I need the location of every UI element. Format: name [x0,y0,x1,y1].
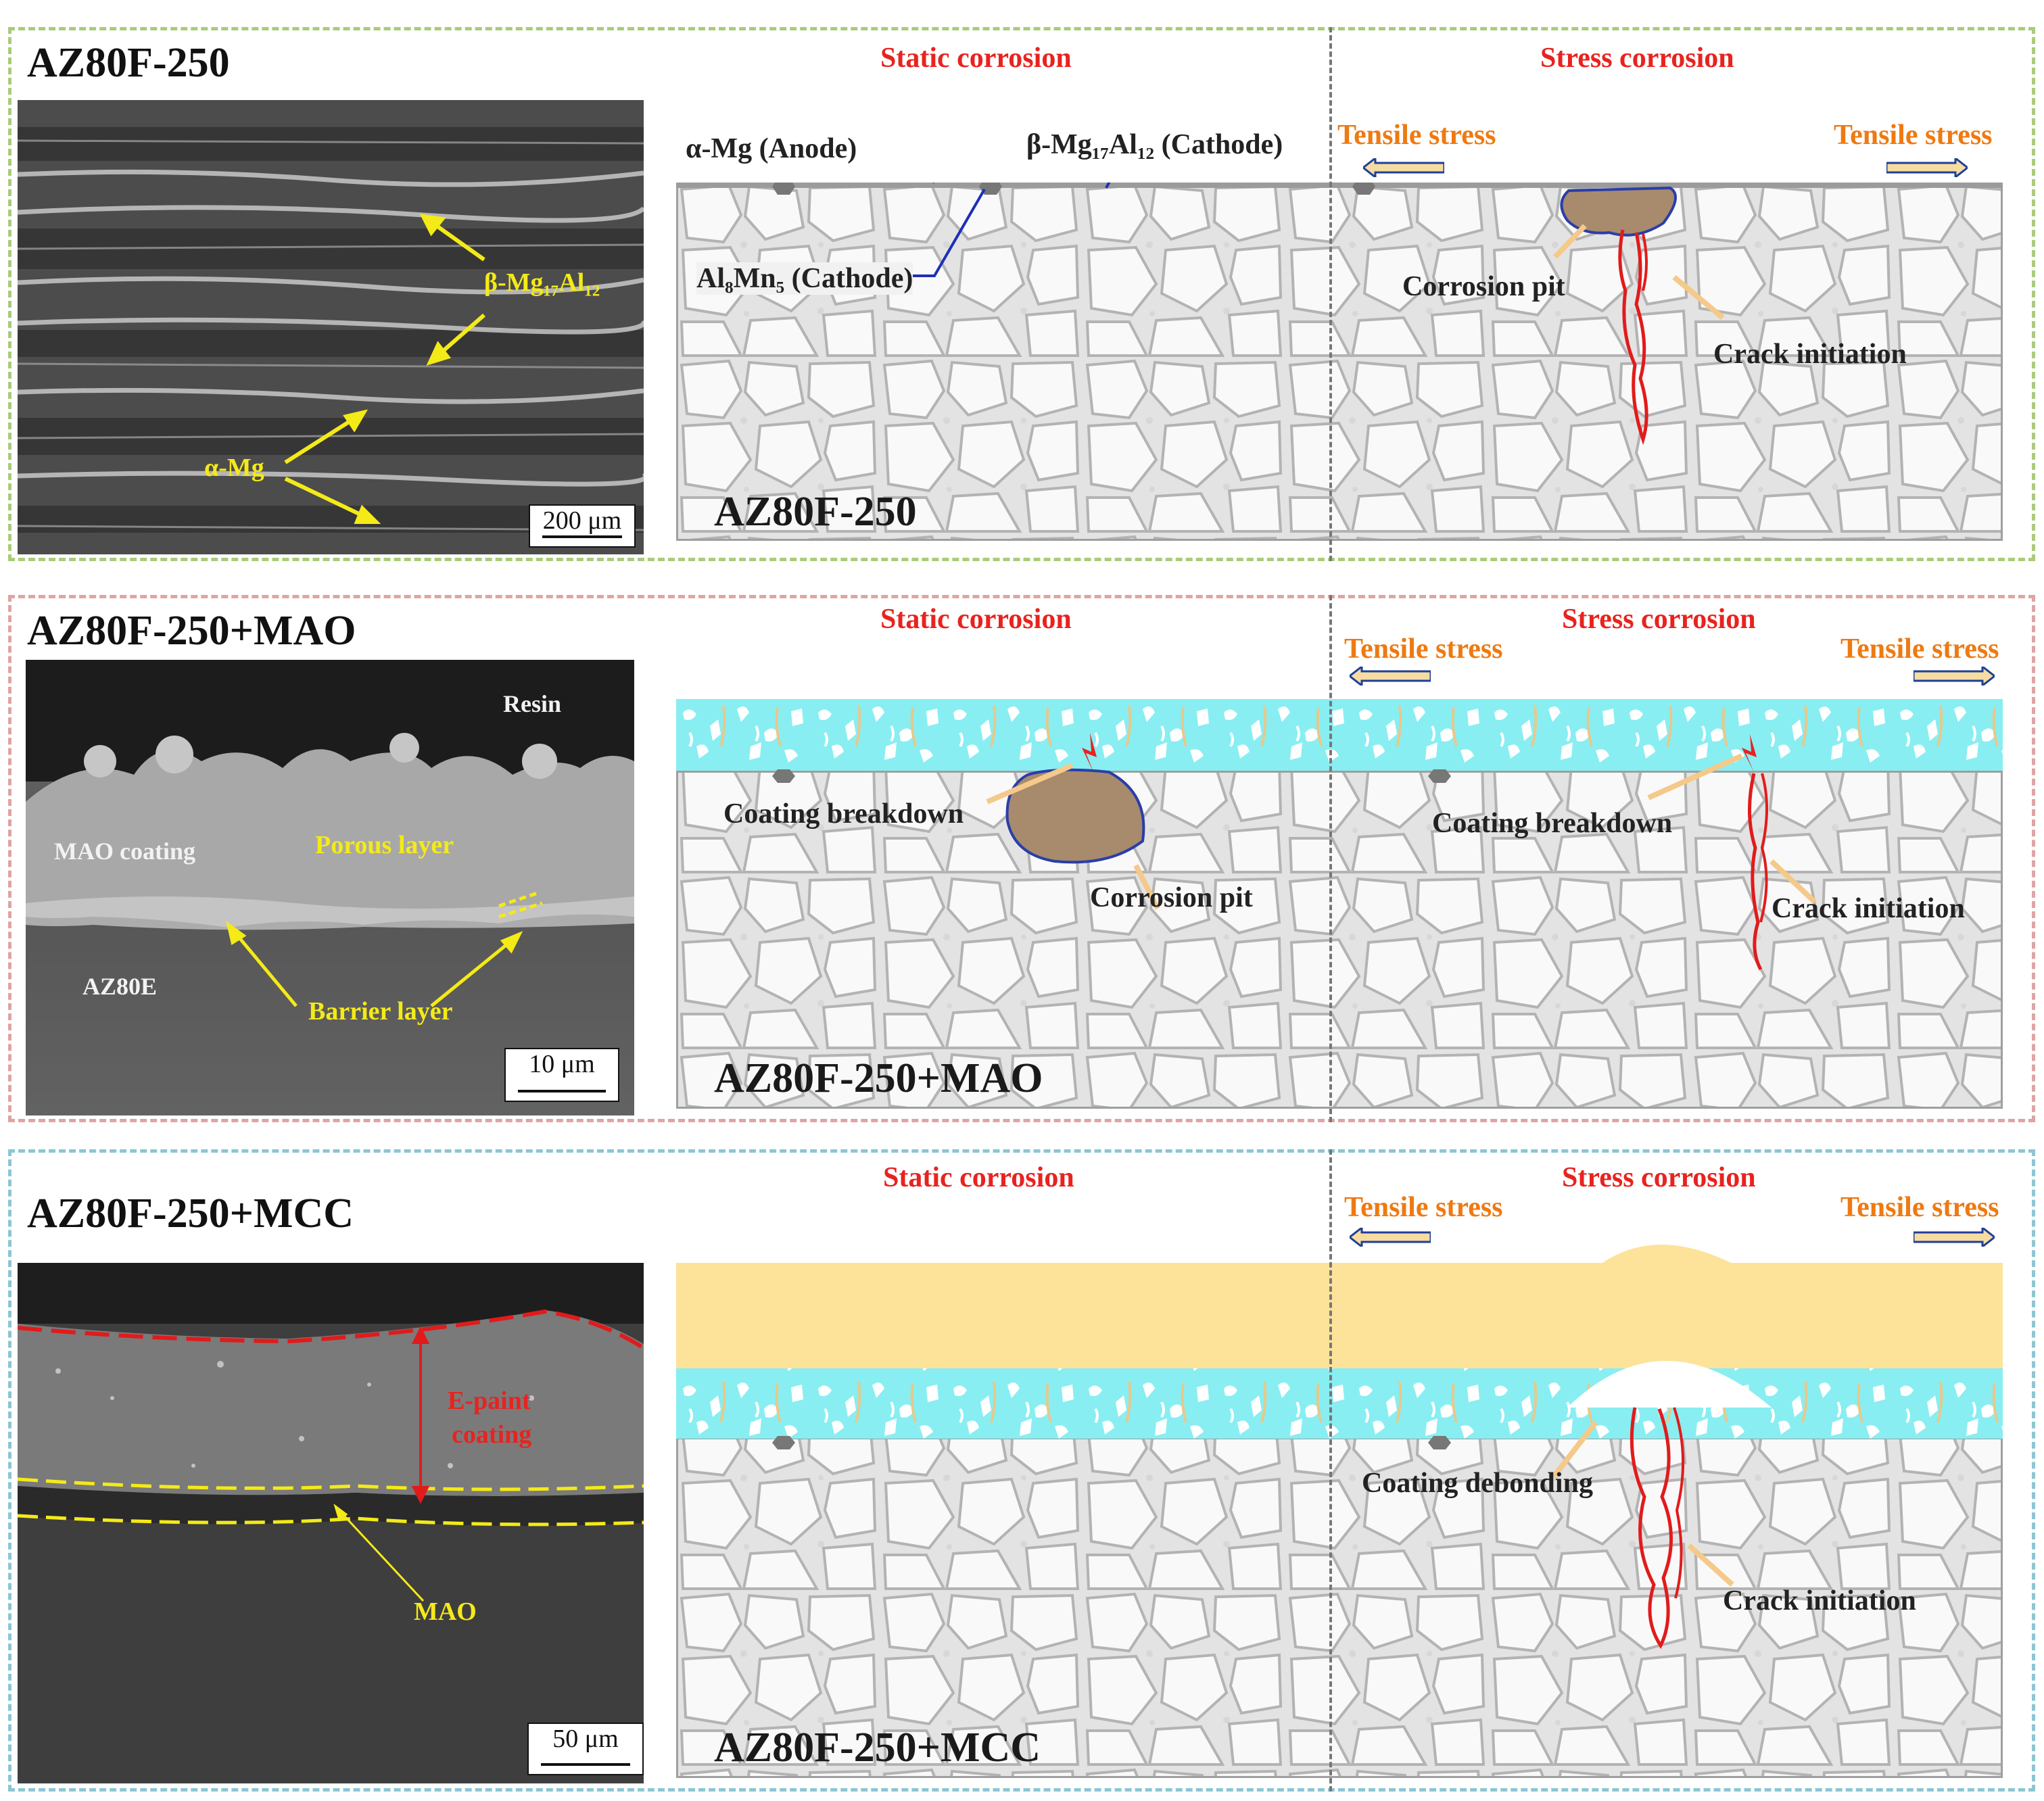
panel-frame [8,595,2035,1122]
epaint-layer [676,1263,2003,1368]
coating-blister [1602,1245,1731,1263]
scale-bar-line [542,535,622,538]
scale-bar-label: 10 μm [529,1050,595,1078]
schematic-mao: AZ80F-250+MAO Coating breakdown Corrosio… [674,699,2005,1111]
sem-texture [18,100,644,554]
beta-phase-label: β-Mg₁₇Al₁₂ [484,268,600,297]
crack [1618,229,1648,446]
static-corrosion-title: Static corrosion [880,43,1072,74]
scale-bar-line [518,1090,606,1092]
panel-az80f-250-mao: AZ80F-250+MAO Resin MAO coating Porous l… [8,595,2035,1122]
corrosion-pit [1560,186,1677,237]
sem-micrograph-mcc: E-paint coating MAO 50 μm [18,1263,644,1783]
corrosion-pit [1005,768,1145,864]
grain-structure [674,141,2005,543]
coating-debonding-label: Coating debonding [1362,1468,1593,1499]
corrosion-pit-label: Corrosion pit [1090,882,1253,913]
panel-frame [8,1149,2035,1792]
stress-corrosion-title: Stress corrosion [1562,1162,1756,1193]
grain-structure [674,699,2005,1111]
scale-bar-label: 50 μm [552,1725,619,1753]
tensile-arrow-left-icon [1350,667,1431,686]
tensile-stress-right-label: Tensile stress [1840,633,1999,665]
corrosion-pit-label: Corrosion pit [1402,271,1565,302]
tensile-arrow-right-icon [1914,1228,1995,1247]
porous-layer-label: Porous layer [315,831,454,859]
scale-bar-label: 200 μm [542,506,622,535]
sample-label: AZ80F-250+MCC [714,1725,1041,1771]
tensile-arrow-right-icon [1914,667,1995,686]
tensile-arrow-left-icon [1363,158,1444,177]
epaint-label-2: coating [452,1420,532,1449]
tensile-stress-right-label: Tensile stress [1840,1192,1999,1223]
sample-label: AZ80F-250 [714,489,917,535]
mao-coating-label: MAO coating [54,838,195,865]
crack-initiation-label: Crack initiation [1713,339,1907,370]
scale-bar: 10 μm [504,1048,619,1102]
epaint-label-1: E-paint [448,1387,531,1415]
tensile-stress-left-label: Tensile stress [1344,633,1503,665]
schematic-mcc: AZ80F-250+MCC Coating debonding Crack in… [674,1240,2005,1780]
sem-micrograph-mao: Resin MAO coating Porous layer AZ80E Bar… [26,660,634,1115]
sem-micrograph-az80f: β-Mg₁₇Al₁₂ α-Mg 200 μm [18,100,644,554]
divider-line [1329,27,1332,561]
crack-initiation-label: Crack initiation [1772,893,1965,924]
alpha-mg-label: α-Mg [204,454,264,482]
sample-label: AZ80F-250+MAO [714,1055,1043,1101]
substrate-label: AZ80E [82,973,158,1000]
static-corrosion-title: Static corrosion [880,604,1072,635]
scale-bar: 200 μm [529,504,636,548]
mao-layer [676,1368,2003,1439]
tensile-arrow-right-icon [1886,158,1968,177]
debonding-void [1567,1361,1772,1408]
stress-corrosion-title: Stress corrosion [1562,604,1756,635]
tensile-stress-right-label: Tensile stress [1834,120,1993,151]
divider-line [1329,595,1332,1122]
coating-breakdown-left-label: Coating breakdown [723,798,964,830]
al8mn5-label: Al₈Mn₅ (Cathode) [696,262,913,295]
alpha-mg-anode-label: α-Mg (Anode) [686,133,857,164]
grain-structure [674,1245,2005,1780]
tensile-stress-left-label: Tensile stress [1337,120,1496,151]
barrier-layer-label: Barrier layer [308,997,453,1026]
scale-bar: 50 μm [527,1723,644,1775]
tensile-arrow-left-icon [1350,1228,1431,1247]
scale-bar-line [541,1763,630,1766]
mao-layer [676,699,2003,771]
sem-texture [18,1263,644,1783]
static-corrosion-title: Static corrosion [883,1162,1074,1193]
tensile-stress-left-label: Tensile stress [1344,1192,1503,1223]
panel-az80f-250-mcc: AZ80F-250+MCC E-paint coating [8,1149,2035,1792]
resin-label: Resin [503,690,562,717]
stress-corrosion-title: Stress corrosion [1540,43,1734,74]
panel-title: AZ80F-250 [27,40,230,86]
crack [1630,1407,1673,1650]
schematic-az80f: AZ80F-250 Corrosion pit Crack initiation… [674,141,2005,543]
panel-frame [8,27,2035,561]
crack [1747,773,1763,971]
panel-az80f-250: AZ80F-250 [8,27,2035,561]
mao-label: MAO [414,1598,477,1626]
panel-title: AZ80F-250+MCC [27,1191,354,1236]
coating-breakdown-right-label: Coating breakdown [1432,808,1673,839]
panel-title: AZ80F-250+MAO [27,608,356,654]
beta-cathode-label: β-Mg₁₇Al₁₂ (Cathode) [1026,129,1283,160]
crack-initiation-label: Crack initiation [1723,1585,1916,1616]
divider-line [1329,1149,1332,1792]
sem-texture [26,660,634,1115]
